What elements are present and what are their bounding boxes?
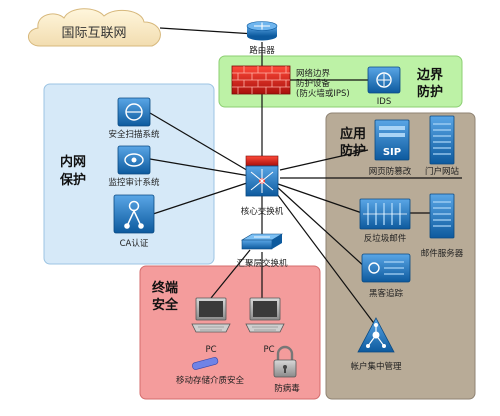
portal-label: 门户网站 — [425, 166, 460, 177]
internet-cloud: 国际互联网 — [28, 8, 161, 47]
aggregation-switch-icon — [240, 233, 284, 250]
account-management-label: 帐户集中管理 — [350, 361, 402, 372]
portal-server-icon — [429, 115, 455, 165]
router-icon — [246, 21, 278, 41]
ids-label: IDS — [377, 97, 391, 107]
vulnerability-scanner-icon — [117, 97, 151, 127]
ids-icon — [367, 66, 401, 94]
ca-certificate-icon — [113, 194, 155, 234]
firewall-icon — [231, 65, 291, 95]
pc-icon-2 — [245, 297, 285, 333]
intranet-zone-title-2: 保护 — [59, 172, 86, 188]
pc-label-1: PC — [205, 345, 216, 355]
core-switch-icon — [245, 155, 279, 197]
tamper-protection-label: 网页防篡改 — [369, 166, 412, 177]
hacker-tracking-icon — [361, 253, 411, 283]
removable-storage-label: 移动存储介质安全 — [176, 375, 245, 386]
account-management-icon — [357, 317, 395, 353]
antivirus-label: 防病毒 — [274, 383, 300, 394]
connection-lines — [149, 27, 462, 327]
intranet-zone-title-1: 内网 — [60, 154, 86, 170]
pc-icon-1 — [191, 297, 231, 333]
firewall-label-line1: 网络边界 — [296, 68, 331, 79]
audit-monitor-icon — [117, 145, 151, 175]
internet-label: 国际互联网 — [61, 26, 126, 41]
pc-label-2: PC — [263, 345, 274, 355]
terminal-zone-title-2: 安全 — [152, 297, 179, 313]
ca-certificate-label: CA认证 — [120, 238, 149, 249]
svg-text:SIP: SIP — [383, 147, 401, 158]
vulnerability-scanner-label: 安全扫描系统 — [108, 129, 160, 140]
antispam-server-icon — [359, 198, 411, 230]
usb-storage-icon — [192, 357, 219, 370]
padlock-icon — [273, 345, 297, 378]
border-zone-title-2: 防护 — [417, 84, 443, 100]
application-zone-title-1: 应用 — [340, 126, 366, 142]
firewall-label-line2: 防护设备 — [296, 78, 331, 89]
hacker-tracking-label: 黑客追踪 — [369, 288, 404, 299]
aggregation-switch-label: 汇聚层交换机 — [236, 258, 288, 269]
router-label: 路由器 — [249, 45, 275, 56]
border-zone-title-1: 边界 — [416, 67, 443, 83]
antispam-label: 反垃圾邮件 — [364, 233, 407, 244]
firewall-label-line3: (防火墙或IPS) — [296, 88, 350, 99]
tamper-protection-server-icon: SIP — [374, 119, 410, 161]
core-switch-label: 核心交换机 — [241, 206, 284, 217]
mail-server-label: 邮件服务器 — [421, 248, 464, 259]
audit-monitor-label: 监控审计系统 — [108, 177, 160, 188]
mail-server-icon — [429, 193, 455, 239]
terminal-zone-title-1: 终端 — [152, 280, 178, 296]
